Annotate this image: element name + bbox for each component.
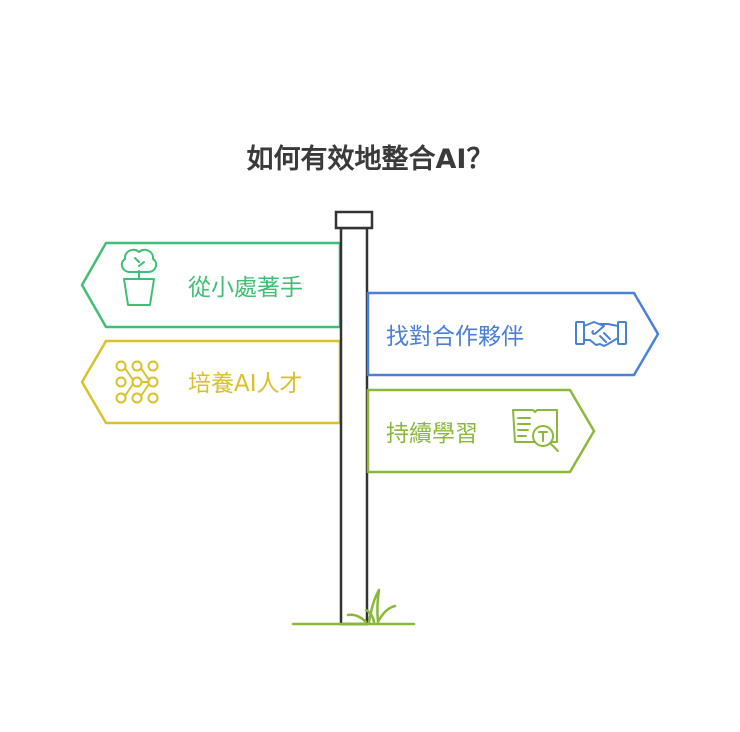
sign-start-small: 從小處著手 <box>80 241 342 329</box>
sign-cultivate-talent: 培養AI人才 <box>80 339 342 425</box>
sign-label: 培養AI人才 <box>188 371 303 397</box>
neural-network-icon <box>115 360 159 404</box>
signpost-cap <box>334 210 374 230</box>
diagram-title: 如何有效地整合AI？ <box>247 143 494 175</box>
sign-label: 找對合作夥伴 <box>386 324 524 350</box>
sign-label: 持續學習 <box>386 421 478 447</box>
signpost-pole <box>339 226 369 626</box>
plant-pot-icon <box>120 248 158 306</box>
sign-keep-learning: 持續學習 <box>366 388 596 474</box>
sign-label: 從小處著手 <box>188 275 303 301</box>
grass-tuft-icon <box>346 588 397 624</box>
book-search-icon <box>512 409 559 452</box>
sign-board <box>366 291 660 377</box>
sign-find-partners: 找對合作夥伴 <box>366 291 660 377</box>
handshake-icon <box>575 321 627 347</box>
